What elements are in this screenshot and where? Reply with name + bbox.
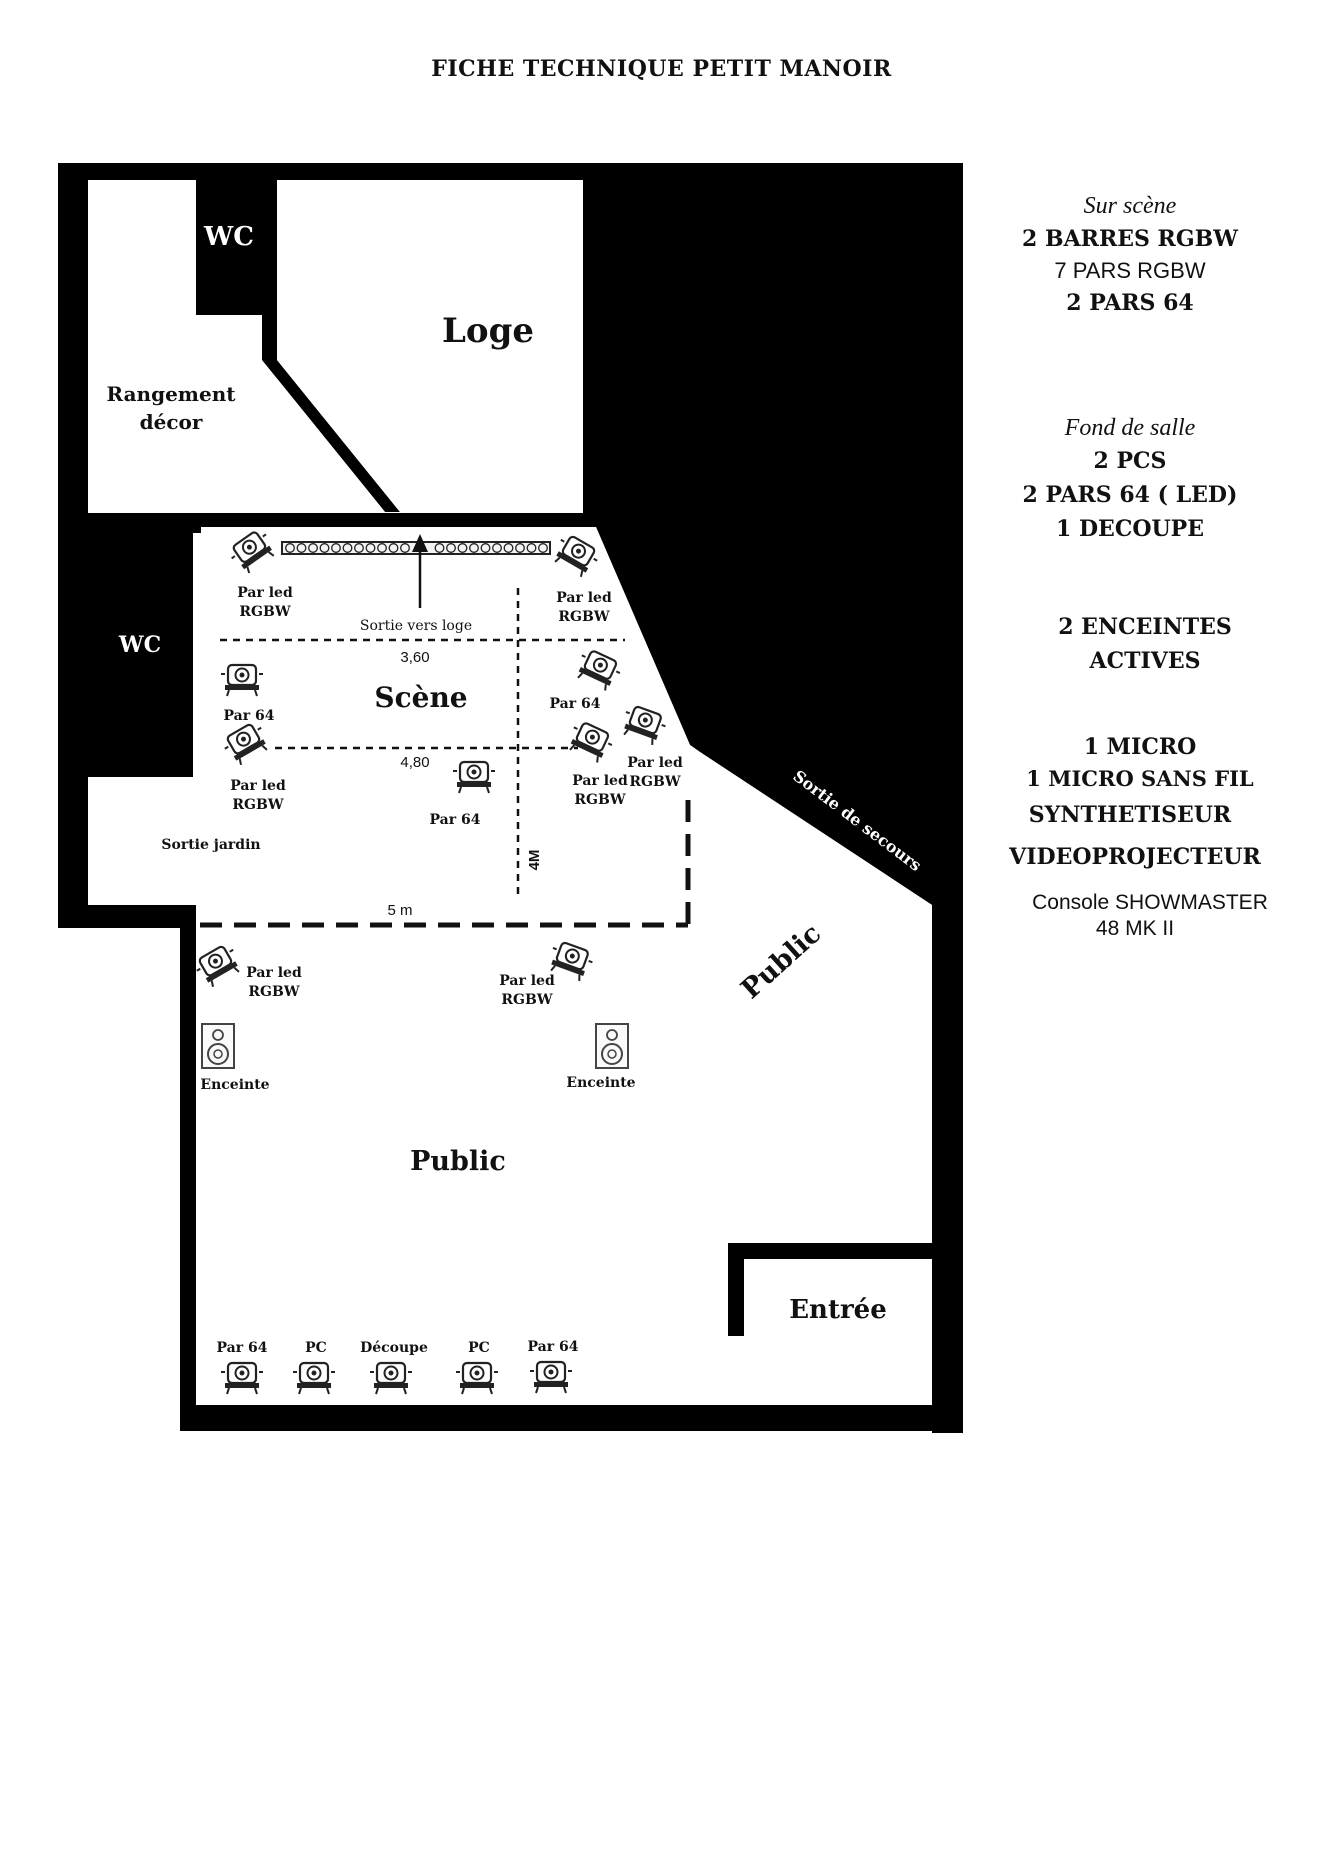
spec-misc: 1 MICRO 1 MICRO SANS FIL SYNTHETISEUR VI… — [1000, 730, 1320, 878]
left-notch-wall — [58, 905, 196, 928]
floor-plan: WC WC Loge Rangement décor Scène Public … — [58, 163, 963, 1433]
fixture-label: PC — [468, 1340, 490, 1356]
left-wall-lower — [180, 905, 196, 1431]
dim-label-360: 3,60 — [400, 649, 429, 666]
top-wall — [58, 163, 963, 180]
fixture-label: RGBW — [248, 984, 299, 1000]
wall-above-scene — [75, 513, 597, 527]
fixture-label: Découpe — [360, 1340, 428, 1356]
fixture-label: Par led — [230, 778, 286, 794]
left-wall-upper — [58, 163, 88, 928]
wc-top-block — [196, 180, 262, 315]
fixture-label: Par led — [572, 773, 628, 789]
loge-floor — [277, 180, 583, 512]
right-wall — [932, 163, 963, 1433]
fixture-label: Enceinte — [200, 1077, 269, 1093]
fixture-label: RGBW — [239, 604, 290, 620]
fixture-label: Par led — [246, 965, 302, 981]
black-mass — [583, 180, 932, 905]
fixture-label: Par led — [556, 590, 612, 606]
entree-wall-vertical — [728, 1243, 744, 1336]
bottom-wall — [180, 1405, 963, 1431]
wc-left-label: WC — [118, 632, 161, 658]
spec-line: VIDEOPROJECTEUR — [1009, 844, 1261, 870]
arrow-up-icon — [412, 534, 428, 608]
spec-line: 2 PARS 64 ( LED) — [1022, 482, 1238, 508]
spec-line: 1 MICRO SANS FIL — [1026, 766, 1254, 791]
spec-line: 2 PARS 64 — [1066, 290, 1194, 316]
stage-floor — [88, 527, 690, 925]
fixture-label: RGBW — [629, 774, 680, 790]
scene-label: Scène — [374, 681, 467, 714]
fixture-label: Par led — [499, 973, 555, 989]
loge-label: Loge — [442, 311, 534, 351]
spec-line: 7 PARS RGBW — [1054, 258, 1206, 283]
dimension-lines — [220, 588, 625, 900]
spec-fond-de-salle: Fond de salle 2 PCS 2 PARS 64 ( LED) 1 D… — [1000, 412, 1320, 546]
fixture-label: Par 64 — [224, 708, 275, 724]
wall-loge-diagonal — [262, 360, 400, 512]
speaker-icon — [595, 1023, 629, 1069]
fixture-label: RGBW — [501, 992, 552, 1008]
floor — [88, 180, 932, 1405]
led-bar-icon — [281, 541, 551, 555]
spec-line: 1 DECOUPE — [1056, 516, 1204, 542]
rangement-label-1: Rangement — [107, 382, 237, 406]
wc-top-label: WC — [203, 222, 254, 252]
exit-jardin-label: Sortie jardin — [161, 837, 260, 853]
exit-loge-label: Sortie vers loge — [360, 618, 472, 634]
spec-enceintes: 2 ENCEINTES ACTIVES — [1000, 610, 1320, 678]
spec-line: 2 BARRES RGBW — [1022, 226, 1238, 252]
fixture-label: PC — [305, 1340, 327, 1356]
spec-heading-sur-scene: Sur scène — [1083, 193, 1177, 219]
fixture-label: Par 64 — [430, 812, 481, 828]
fixture-label: RGBW — [574, 792, 625, 808]
spec-sur-scene: Sur scène 2 BARRES RGBW 7 PARS RGBW 2 PA… — [1000, 190, 1320, 320]
fixture-label: Enceinte — [566, 1075, 635, 1091]
spec-line: 1 MICRO — [1083, 734, 1197, 760]
fixture-label: RGBW — [558, 609, 609, 625]
page-title: FICHE TECHNIQUE PETIT MANOIR — [431, 56, 892, 82]
wall-left-stage — [88, 527, 193, 777]
fixture-label: Par 64 — [217, 1340, 268, 1356]
spec-line: 2 PCS — [1093, 448, 1167, 474]
speaker-icon — [201, 1023, 235, 1069]
spec-heading-fond-de-salle: Fond de salle — [1064, 415, 1196, 441]
spec-line: 48 MK II — [1095, 917, 1175, 940]
dim-label-5m: 5 m — [387, 902, 412, 919]
public-main-label: Public — [410, 1146, 506, 1177]
fixture-label: RGBW — [232, 797, 283, 813]
entree-wall-horizontal — [728, 1243, 932, 1259]
rangement-label-2: décor — [140, 410, 203, 434]
fixture-label: Par 64 — [550, 696, 601, 712]
spec-line: SYNTHETISEUR — [1028, 802, 1232, 828]
rangement-floor — [88, 180, 385, 512]
spec-line: 2 ENCEINTES — [1058, 614, 1232, 640]
spec-line: Console SHOWMASTER — [1032, 891, 1268, 914]
fixture-label: Par led — [237, 585, 293, 601]
public-floor — [196, 745, 932, 1405]
spec-line: ACTIVES — [1089, 648, 1201, 674]
fixture-label: Par 64 — [528, 1339, 579, 1355]
spec-console: Console SHOWMASTER 48 MK II — [1000, 890, 1320, 942]
dim-label-depth: 4M — [526, 850, 543, 871]
walls — [58, 163, 963, 1433]
wall-top-stage-room — [193, 527, 201, 533]
stage-edge — [200, 800, 691, 928]
entree-label: Entrée — [789, 1295, 887, 1325]
fixture-label: Par led — [627, 755, 683, 771]
dim-label-480: 4,80 — [400, 754, 429, 771]
